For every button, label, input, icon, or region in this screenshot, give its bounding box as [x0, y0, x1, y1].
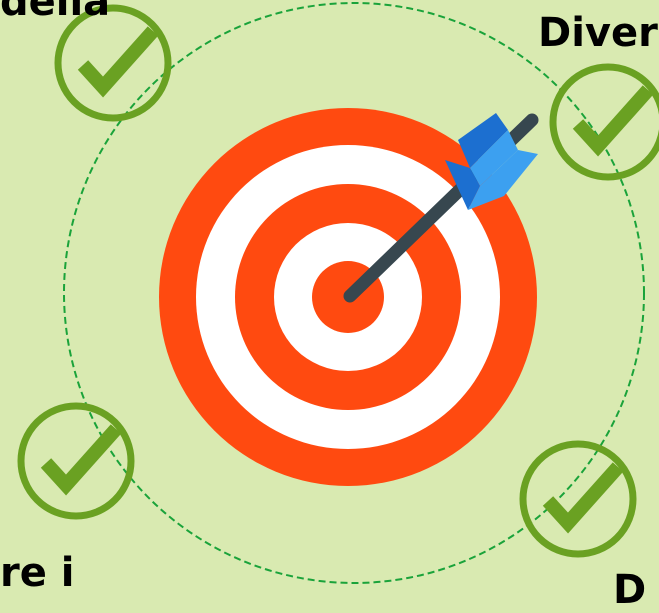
dart-fletch-top-light: [470, 130, 518, 186]
illustration: [17, 2, 659, 584]
check-circle-icon: [17, 402, 135, 520]
check-circle-icon: [519, 440, 637, 558]
label-bottom-left: re i: [0, 550, 75, 596]
label-top-right: Diver: [538, 10, 658, 56]
dashed-orbit-ring: [63, 2, 645, 584]
dart-fletch-bottom: [445, 160, 480, 210]
dart-fletch-top: [458, 113, 508, 168]
label-top-left: della: [0, 0, 111, 25]
check-circle-icon: [549, 63, 659, 181]
dart-icon: [343, 113, 539, 303]
check-circle-icon: [54, 4, 172, 122]
dart-fletch-bottom-light: [468, 150, 538, 210]
label-bottom-right: D: [613, 567, 647, 613]
